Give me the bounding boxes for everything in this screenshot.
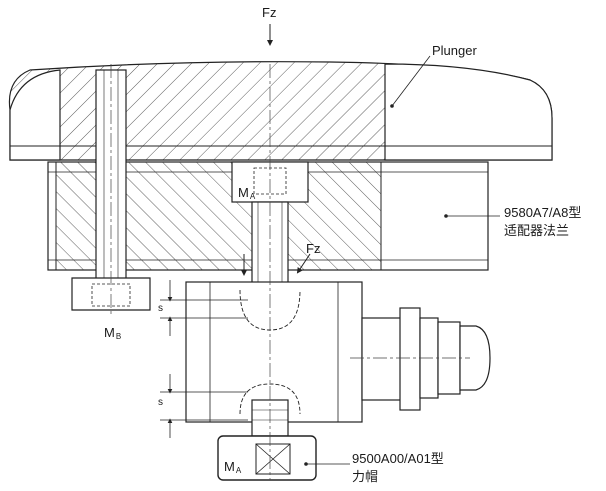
gap-label-lower: s (158, 397, 163, 408)
force-arrows (167, 24, 311, 438)
cap-name-label: 力帽 (352, 469, 379, 484)
centerlines (110, 64, 470, 480)
force-label-top: Fz (262, 5, 277, 20)
force-cap (217, 435, 317, 481)
plunger-section (8, 61, 553, 161)
leader-lines (304, 55, 500, 466)
adapter-model-label: 9580A7/A8型 (504, 205, 582, 220)
connector (361, 307, 491, 411)
cap-model-label: 9500A00/A01型 (352, 451, 444, 466)
torque-label-ma-lower: MA (224, 459, 242, 475)
force-label-side: Fz (306, 241, 321, 256)
torque-label-mb: MB (104, 325, 122, 341)
adapter-name-label: 适配器法兰 (504, 223, 570, 238)
plunger-label: Plunger (432, 43, 477, 58)
torque-label-ma-upper: MA (238, 185, 256, 201)
gap-label-upper: s (158, 303, 163, 314)
